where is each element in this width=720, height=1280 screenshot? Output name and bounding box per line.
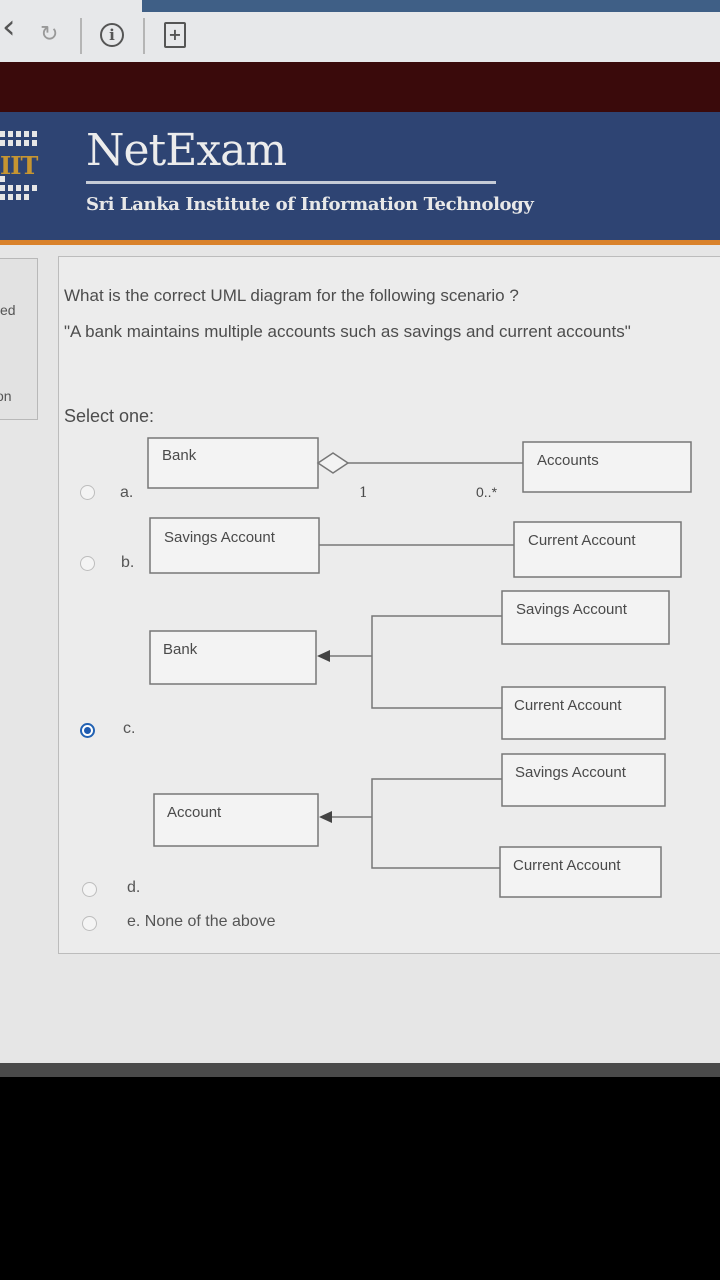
option-a-label[interactable]: a.	[120, 484, 134, 501]
uml-class-name: Savings Account	[164, 529, 276, 546]
title-rule	[86, 181, 496, 184]
uml-class-box	[499, 846, 662, 898]
screen-bottom-edge	[0, 1063, 720, 1077]
option-e-radio[interactable]	[82, 916, 97, 931]
uml-class-name: Account	[167, 804, 222, 821]
sidebar-text: on	[0, 388, 12, 404]
option-a-radio[interactable]	[80, 485, 95, 500]
option-b-radio[interactable]	[80, 556, 95, 571]
uml-class-name: Current Account	[513, 857, 621, 874]
option-c-label[interactable]: c.	[123, 720, 136, 737]
option-a-diagram: Bank 1 0..* Accounts	[147, 437, 692, 501]
uml-class-box	[501, 686, 666, 740]
uml-diagrams: Bank 1 0..* Accounts Savings Account Cur…	[147, 437, 692, 898]
uml-class-name: Current Account	[528, 532, 636, 549]
generalization-connector	[371, 615, 502, 709]
uml-class-box	[522, 441, 692, 493]
uml-class-name: Bank	[162, 447, 197, 464]
option-d-radio[interactable]	[82, 882, 97, 897]
uml-class-box	[149, 517, 320, 574]
browser-tab-strip	[142, 0, 720, 12]
logo-text: IIT	[0, 151, 38, 180]
add-page-icon[interactable]: +	[164, 22, 186, 48]
select-one-label: Select one:	[64, 406, 155, 426]
uml-class-name: Bank	[163, 641, 198, 658]
uml-class-box	[149, 630, 317, 685]
institute-subtitle: Sri Lanka Institute of Information Techn…	[86, 194, 534, 215]
generalization-arrowhead	[319, 811, 332, 823]
uml-class-box	[153, 793, 319, 847]
option-c-diagram: Savings Account Bank Current Account	[149, 590, 670, 740]
generalization-arrowhead	[317, 650, 330, 662]
option-d-label[interactable]: d.	[127, 879, 141, 896]
uml-class-name: Savings Account	[515, 764, 627, 781]
app-title: NetExam	[86, 125, 287, 176]
question-scenario: "A bank maintains multiple accounts such…	[64, 322, 631, 341]
uml-class-name: Accounts	[537, 452, 599, 469]
sidebar-panel	[0, 258, 38, 420]
sliit-logo	[0, 128, 44, 208]
option-c-radio[interactable]	[80, 723, 95, 738]
top-maroon-bar	[0, 62, 720, 118]
question-text: What is the correct UML diagram for the …	[64, 286, 519, 305]
toolbar-divider	[80, 18, 82, 54]
brand-header	[0, 112, 720, 242]
browser-toolbar: ‹ ↻ i +	[0, 0, 720, 71]
uml-class-box	[513, 521, 682, 578]
uml-class-box	[147, 437, 319, 489]
option-e-label[interactable]: e. None of the above	[127, 913, 276, 930]
generalization-connector	[371, 778, 502, 869]
back-icon[interactable]: ‹	[2, 7, 16, 47]
option-d-diagram: Savings Account Account Current Account	[153, 753, 666, 898]
aggregation-diamond	[316, 452, 350, 474]
info-icon[interactable]: i	[100, 23, 124, 47]
sidebar-text: ed	[0, 302, 16, 318]
multiplicity-label: 0..*	[476, 484, 498, 500]
multiplicity-label: 1	[359, 485, 368, 501]
header-accent-rule	[0, 240, 720, 245]
uml-class-name: Savings Account	[516, 601, 628, 618]
uml-class-box	[501, 753, 666, 807]
option-b-diagram: Savings Account Current Account	[149, 517, 682, 578]
uml-class-box	[501, 590, 670, 645]
option-b-label[interactable]: b.	[121, 554, 135, 571]
reload-icon[interactable]: ↻	[40, 22, 59, 47]
uml-class-name: Current Account	[514, 697, 622, 714]
toolbar-divider	[143, 18, 145, 54]
